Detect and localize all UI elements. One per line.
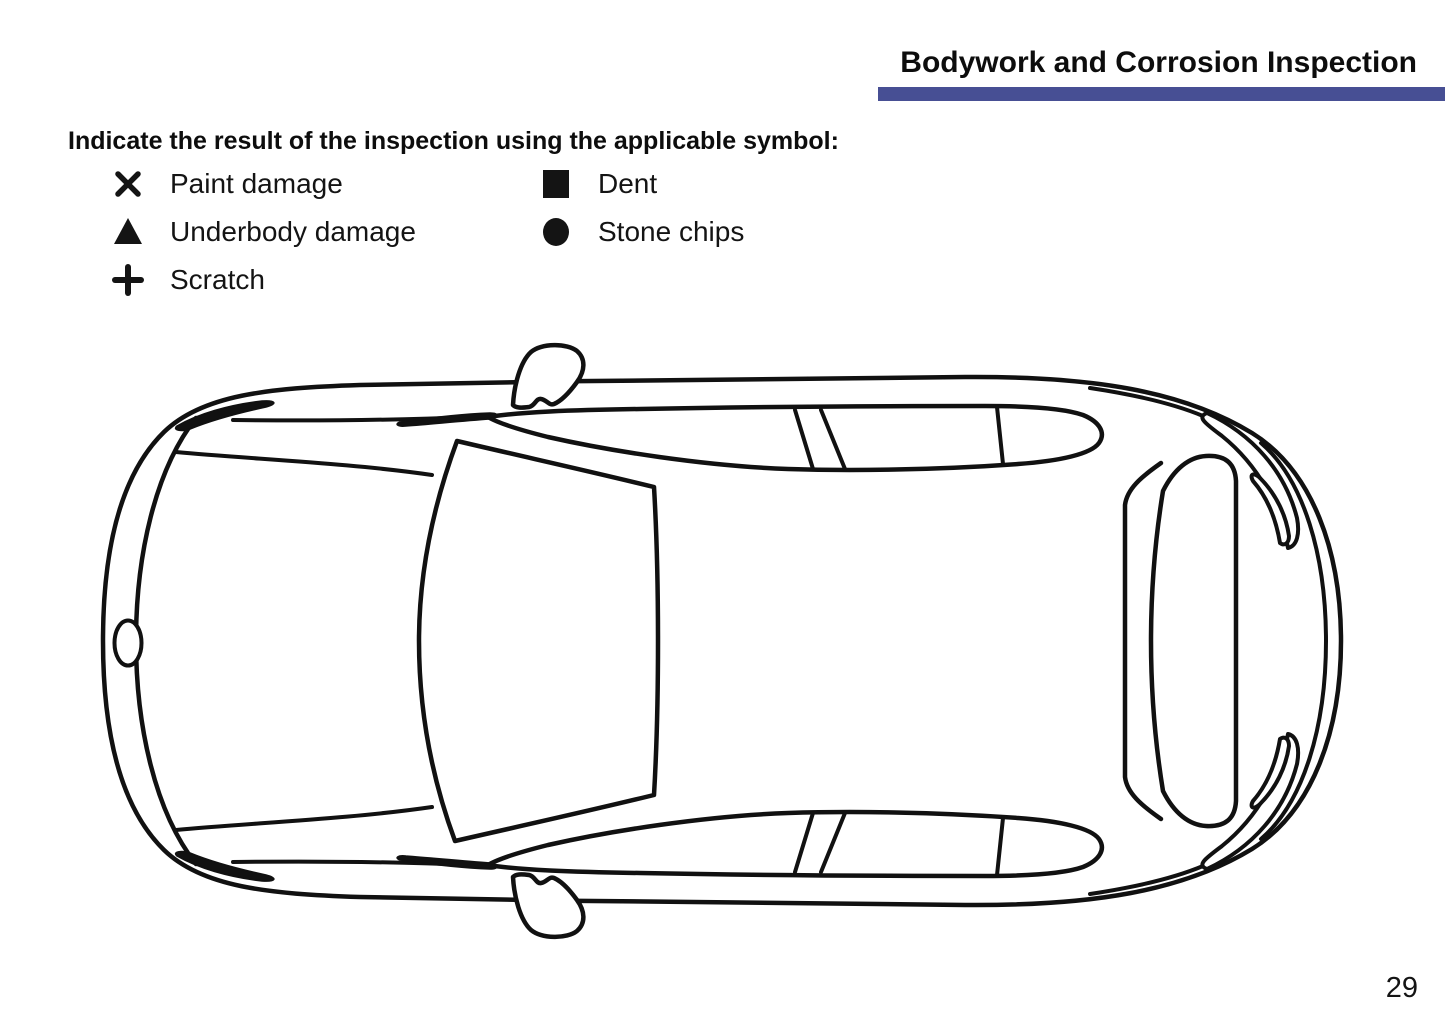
- side-mirror: [510, 342, 586, 410]
- header-accent-bar: [878, 87, 1445, 101]
- legend-item-stone-chips: Stone chips: [540, 216, 744, 248]
- legend-label: Scratch: [170, 264, 265, 295]
- legend-item-scratch: Scratch: [112, 264, 416, 296]
- legend-column-2: Dent Stone chips: [540, 168, 744, 248]
- headlight: [174, 400, 275, 432]
- rear-bumper-seam: [1259, 441, 1328, 643]
- front-badge: [112, 618, 144, 668]
- tailgate-seam: [1122, 460, 1164, 822]
- square-icon: [543, 170, 569, 198]
- triangle-icon: [114, 218, 142, 244]
- legend-item-dent: Dent: [540, 168, 744, 200]
- a-pillar: [396, 412, 498, 427]
- car-outline: [100, 374, 1344, 908]
- side-window-band: [485, 403, 1105, 473]
- x-mark-icon: [115, 171, 141, 197]
- hood-line: [174, 450, 434, 477]
- car-side-details: [174, 342, 1328, 643]
- legend-label: Stone chips: [598, 216, 745, 247]
- legend-column-1: Paint damage Underbody damage Scratch: [112, 168, 416, 296]
- circle-icon: [543, 218, 569, 246]
- tail-light-inner: [1249, 472, 1291, 547]
- legend-item-underbody-damage: Underbody damage: [112, 216, 416, 248]
- page-title: Bodywork and Corrosion Inspection: [900, 46, 1417, 79]
- intro-text: Indicate the result of the inspection us…: [68, 127, 839, 155]
- c-pillar-line: [995, 405, 1005, 466]
- car-body: [100, 374, 1344, 908]
- b-pillar-line: [793, 408, 815, 471]
- page-number: 29: [1385, 972, 1418, 1004]
- rear-seam: [1088, 386, 1205, 418]
- legend-label: Paint damage: [170, 168, 343, 199]
- front-bumper-line: [133, 415, 199, 867]
- legend-label: Dent: [598, 168, 658, 199]
- windshield: [416, 438, 661, 844]
- legend-item-paint-damage: Paint damage: [112, 168, 416, 200]
- legend-label: Underbody damage: [170, 216, 416, 247]
- b-pillar-line: [819, 408, 847, 471]
- plus-icon: [112, 264, 144, 296]
- rear-window: [1148, 453, 1239, 829]
